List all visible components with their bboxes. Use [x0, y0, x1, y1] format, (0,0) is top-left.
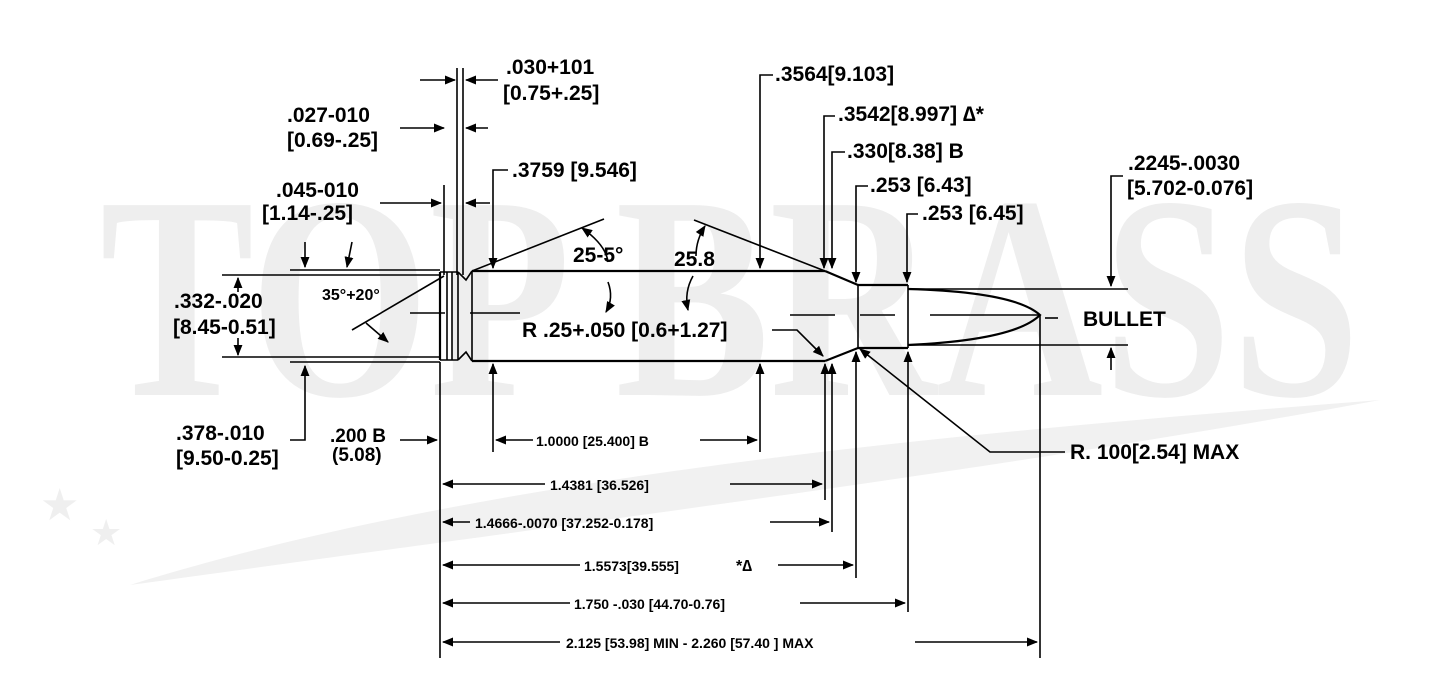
- groove-width-label: .027-010: [287, 104, 370, 127]
- shoulder-diameter-label: .3564[9.103]: [775, 63, 894, 86]
- neck-shoulder-diameter-label: .3542[8.997] ∆*: [838, 103, 985, 126]
- rim-diameter-label: .378-.010: [176, 422, 265, 445]
- groove-diameter-label: .332-.020: [174, 290, 263, 313]
- length-2-label: 1.4381 [36.526]: [550, 477, 649, 493]
- shoulder-angle-decimal-label: 25.8: [674, 248, 715, 271]
- length-1-label: 1.0000 [25.400] B: [536, 433, 649, 449]
- watermark-text: TOP BRASS: [100, 137, 1360, 458]
- shoulder-radius-label: R .25+.050 [0.6+1.27]: [522, 319, 727, 342]
- length-4-label: 1.5573[39.555]: [584, 558, 679, 574]
- groove-angle-label: 35°+20°: [322, 287, 380, 304]
- watermark: TOP BRASS ★ ★: [40, 137, 1380, 585]
- right-diameter-leaders: [488, 74, 1123, 658]
- bullet-label: BULLET: [1083, 308, 1166, 331]
- groove-depth-label: .045-010: [276, 179, 359, 202]
- groove-width-metric-label: [0.69-.25]: [287, 129, 378, 152]
- bullet-diameter-metric-label: [5.702-0.076]: [1127, 177, 1253, 200]
- body-diameter-label: .3759 [9.546]: [512, 159, 637, 182]
- watermark-star-icon: ★: [40, 480, 79, 531]
- rim-basic-metric-label: (5.08): [332, 445, 382, 466]
- watermark-star-icon: ★: [90, 513, 122, 554]
- neck-radius-label: R. 100[2.54] MAX: [1070, 441, 1239, 464]
- length-6-label: 2.125 [53.98] MIN - 2.260 [57.40 ] MAX: [566, 635, 814, 651]
- length-3-label: 1.4666-.0070 [37.252-0.178]: [475, 515, 653, 531]
- bullet-diameter-label: .2245-.0030: [1128, 152, 1240, 175]
- length-dimension-lines: [439, 362, 1039, 658]
- rim-dimension-leaders: [380, 68, 508, 275]
- datum-diameter-label: .330[8.38] B: [847, 140, 964, 163]
- rim-thickness-metric-label: [0.75+.25]: [503, 82, 599, 105]
- shoulder-angle-label: 25-5°: [573, 244, 623, 267]
- left-diameter-leaders: [222, 241, 445, 445]
- groove-depth-metric-label: [1.14-.25]: [262, 202, 353, 225]
- rim-thickness-label: .030+101: [506, 56, 594, 79]
- dimension-labels: .030+101 [0.75+.25] .027-010 [0.69-.25] …: [173, 56, 1253, 651]
- groove-diameter-metric-label: [8.45-0.51]: [173, 316, 276, 339]
- watermark-swoosh: [130, 400, 1380, 585]
- length-5-label: 1.750 -.030 [44.70-0.76]: [574, 596, 725, 612]
- neck-diameter-2-label: .253 [6.45]: [922, 202, 1024, 225]
- centerline: [410, 312, 1040, 316]
- rim-basic-label: .200 B: [330, 426, 386, 447]
- neck-diameter-label: .253 [6.43]: [870, 174, 972, 197]
- length-4-mark-label: *∆: [736, 558, 752, 575]
- rim-diameter-metric-label: [9.50-0.25]: [176, 447, 279, 470]
